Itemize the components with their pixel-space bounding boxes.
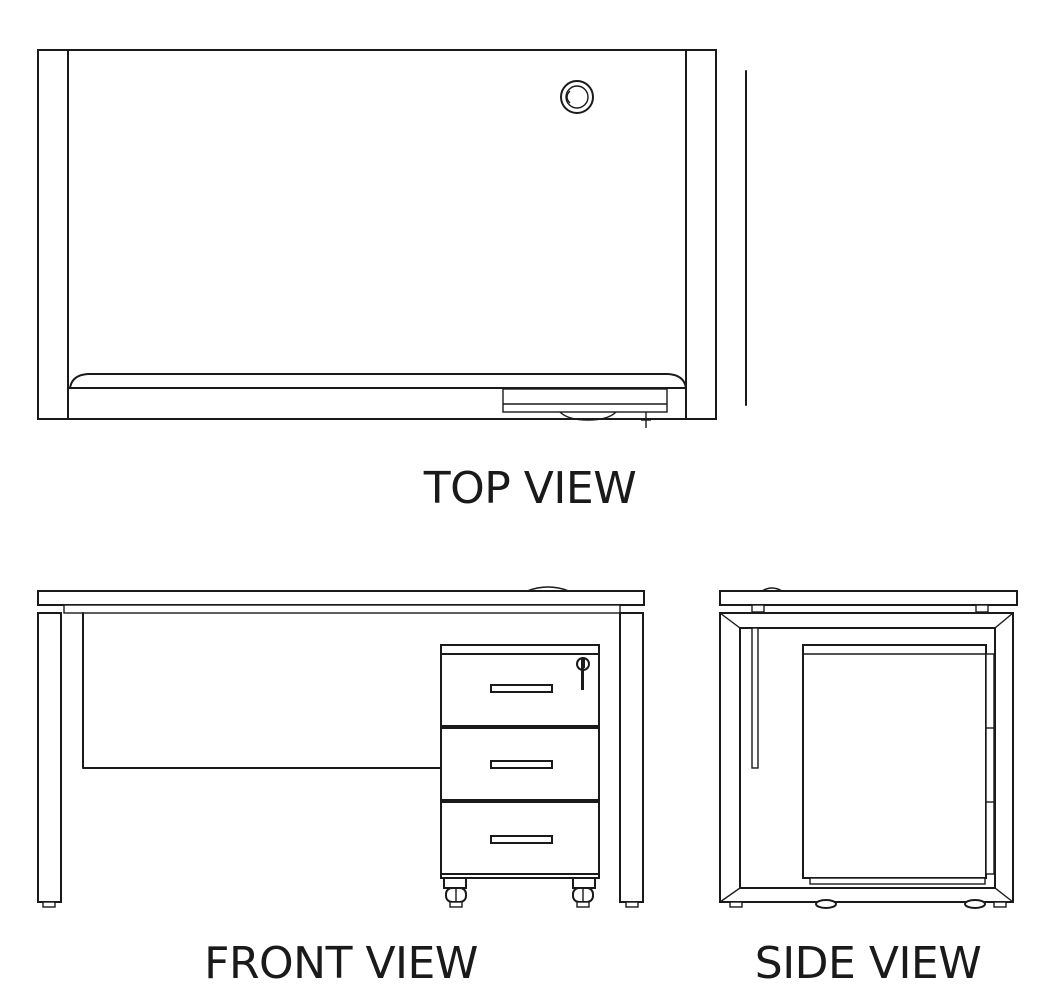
- front-view: FRONT VIEW: [37, 586, 645, 989]
- side-caster-left-icon: [815, 899, 837, 909]
- top-desktop-outline: [37, 49, 717, 420]
- front-right-leg: [619, 612, 644, 903]
- left-caster-icon: [443, 877, 467, 908]
- top-left-leg-frame: [37, 49, 69, 420]
- side-modesty-panel: [751, 627, 759, 769]
- top-view-label: TOP VIEW: [423, 463, 636, 514]
- side-desktop: [719, 590, 1018, 606]
- top-right-leg-frame: [685, 49, 717, 420]
- drawer-1-handle: [490, 684, 553, 693]
- side-view: SIDE VIEW: [719, 587, 1018, 989]
- side-view-label: SIDE VIEW: [755, 938, 981, 989]
- drawer-2-handle: [490, 760, 553, 769]
- top-front-edge: [67, 373, 687, 389]
- right-caster-icon: [572, 877, 596, 908]
- front-left-leg: [37, 612, 62, 903]
- front-desktop: [37, 590, 645, 606]
- front-modesty-panel: [82, 612, 442, 769]
- cable-grommet-icon: [560, 80, 594, 114]
- drawer-2: [440, 727, 600, 801]
- drawer-lock-icon: [576, 657, 590, 690]
- front-view-label: FRONT VIEW: [204, 938, 478, 989]
- side-pedestal: [802, 644, 987, 879]
- top-pedestal-outline: [502, 388, 668, 428]
- front-pedestal: [440, 644, 600, 908]
- front-frame-rail: [63, 604, 621, 614]
- drawer-3-handle: [490, 835, 553, 844]
- side-caster-right-icon: [964, 899, 986, 909]
- front-grommet-bump: [526, 586, 570, 592]
- top-view: TOP VIEW: [37, 49, 747, 514]
